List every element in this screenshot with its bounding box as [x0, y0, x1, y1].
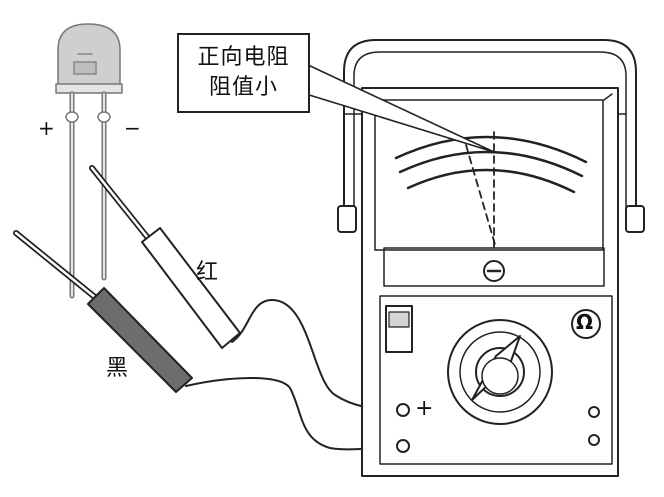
- annotation-callout: 正向电阻 阻值小: [177, 33, 310, 113]
- zero-adjust-knob[interactable]: [483, 260, 505, 282]
- aux-jack-2[interactable]: [588, 434, 600, 446]
- led-base: [55, 83, 123, 94]
- callout-line-2: 阻值小: [208, 75, 278, 100]
- led-minus-label: −: [124, 116, 141, 140]
- terminal-plus-label: +: [415, 396, 434, 421]
- meter-control-panel: [379, 295, 613, 465]
- aux-jack-1[interactable]: [588, 406, 600, 418]
- red-probe-label: 红: [196, 260, 219, 285]
- led-plus-label: +: [38, 116, 55, 140]
- terminal-common-jack[interactable]: [396, 439, 410, 453]
- selector-dial-outer: [447, 319, 553, 425]
- black-probe-label: 黑: [106, 356, 129, 381]
- multimeter: [337, 39, 645, 477]
- black-probe-handle: [87, 287, 193, 393]
- red-probe-wire: [231, 299, 401, 411]
- led-die: [73, 53, 97, 75]
- meter-body: [361, 87, 619, 477]
- led-dome: [57, 23, 121, 87]
- ohm-button[interactable]: [571, 309, 601, 339]
- black-probe: [13, 230, 401, 451]
- zero-adjust-window: [383, 247, 605, 287]
- red-probe-handle: [141, 227, 241, 349]
- terminal-plus-jack[interactable]: [396, 403, 410, 417]
- callout-line-1: 正向电阻: [197, 45, 290, 70]
- led-component: [55, 23, 123, 299]
- ohm-symbol: Ω: [576, 310, 594, 334]
- meter-handle-pivot-right: [625, 205, 645, 233]
- meter-handle: [343, 39, 637, 231]
- red-probe: [89, 165, 401, 411]
- meter-handle-pivot-left: [337, 205, 357, 233]
